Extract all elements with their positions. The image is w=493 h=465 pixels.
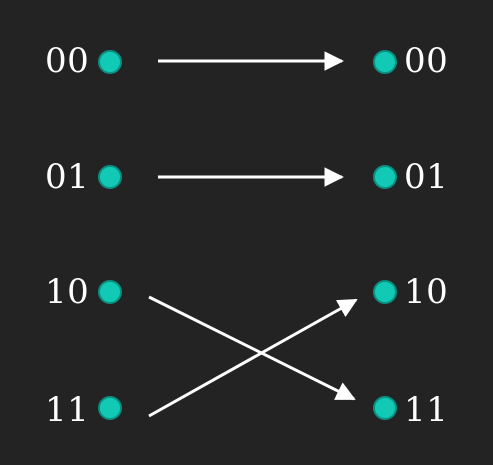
output-node-11 bbox=[373, 396, 397, 420]
input-node-01 bbox=[98, 165, 122, 189]
output-node-00 bbox=[373, 50, 397, 74]
input-node-00 bbox=[98, 50, 122, 74]
output-label-11: 11 bbox=[404, 390, 449, 430]
input-label-01: 01 bbox=[45, 157, 90, 197]
output-node-10 bbox=[373, 280, 397, 304]
output-node-01 bbox=[373, 165, 397, 189]
input-label-11: 11 bbox=[45, 390, 90, 430]
arrow-11-to-10 bbox=[148, 298, 358, 418]
output-label-00: 00 bbox=[404, 41, 449, 81]
input-label-10: 10 bbox=[45, 272, 90, 312]
input-label-00: 00 bbox=[45, 41, 90, 81]
output-label-01: 01 bbox=[404, 157, 449, 197]
input-node-10 bbox=[98, 280, 122, 304]
output-label-10: 10 bbox=[404, 272, 449, 312]
arrow-10-to-11 bbox=[148, 295, 356, 401]
input-node-11 bbox=[98, 396, 122, 420]
